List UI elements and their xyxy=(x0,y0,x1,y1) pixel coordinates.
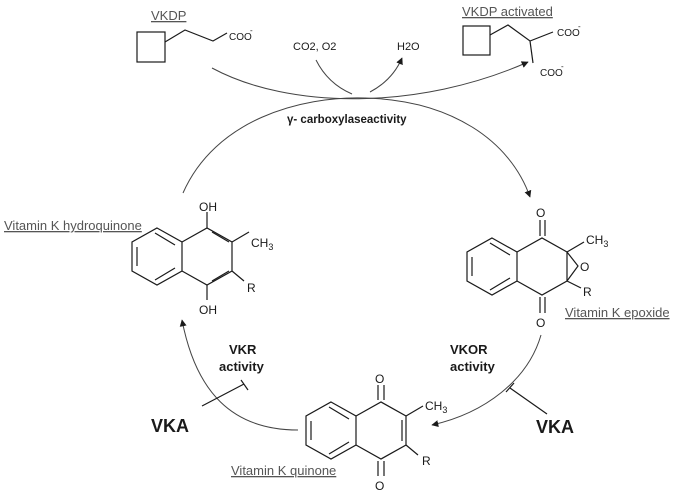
quinone-r: R xyxy=(422,454,431,468)
cycle-arc-quinone-to-hydroquinone xyxy=(179,319,299,431)
vkor-label-line2: activity xyxy=(450,359,496,374)
vkdp-activated-coo1-text: COO xyxy=(557,28,580,39)
hq-oh-top: OH xyxy=(199,200,217,214)
vka-label-right: VKA xyxy=(536,417,574,437)
h2o-release-arrow xyxy=(369,57,403,93)
vk-epoxide-structure: O O O CH3 R xyxy=(466,206,608,330)
hq-oh-bottom: OH xyxy=(199,303,217,317)
vkr-label-line2: activity xyxy=(219,359,265,374)
quinone-o-top: O xyxy=(375,372,384,386)
h2o-label: H2O xyxy=(397,41,420,53)
quinone-ch3: CH3 xyxy=(425,399,447,415)
cycle-arc-hydroquinone-to-top xyxy=(182,97,366,194)
epoxide-ch3: CH3 xyxy=(586,233,608,249)
vk-quinone-label: Vitamin K quinone xyxy=(231,463,336,478)
co2-o2-label: CO2, O2 xyxy=(293,41,336,53)
vkdp-activated-coo2-text: COO xyxy=(540,68,563,79)
vk-hydroquinone-structure: OH OH CH3 R xyxy=(131,200,273,317)
vkdp-label: VKDP xyxy=(151,8,186,23)
epoxide-o-top: O xyxy=(536,206,545,220)
vkdp-activation-arrow xyxy=(211,61,529,100)
vka-inhibition-bar-right xyxy=(505,382,515,393)
co2-o2-input-arc xyxy=(315,59,353,95)
vk-hydroquinone-label: Vitamin K hydroquinone xyxy=(4,218,142,233)
vka-inhibition-bar-left xyxy=(240,379,249,391)
vka-label-left: VKA xyxy=(151,416,189,436)
vka-inhibition-line-right xyxy=(509,387,548,415)
vka-inhibition-line-left xyxy=(201,383,245,407)
vkdp-activated-label: VKDP activated xyxy=(462,4,553,19)
vk-quinone-structure: O O CH3 R xyxy=(305,372,447,493)
gamma-carboxylase-label: γ- carboxylaseactivity xyxy=(287,114,407,126)
vkdp-activated-structure: COO - COO - xyxy=(462,22,581,79)
vkor-label-line1: VKOR xyxy=(450,342,488,357)
quinone-o-bottom: O xyxy=(375,479,384,493)
vkdp-coo-text: COO xyxy=(229,32,252,43)
vk-epoxide-label: Vitamin K epoxide xyxy=(565,305,670,320)
epoxide-r: R xyxy=(583,285,592,299)
epoxide-o-bottom: O xyxy=(536,316,545,330)
vkdp-coo-charge: - xyxy=(250,26,253,35)
cycle-arc-epoxide-to-quinone xyxy=(431,334,542,428)
hq-r: R xyxy=(247,281,256,295)
vkdp-activated-coo2-charge: - xyxy=(561,62,564,71)
vkdp-activated-coo1-charge: - xyxy=(578,22,581,31)
epoxide-ring-o: O xyxy=(580,260,589,274)
vkdp-structure: COO - xyxy=(136,26,253,63)
cycle-arc-top-to-epoxide xyxy=(364,97,532,198)
hq-ch3: CH3 xyxy=(251,236,273,252)
vkr-label-line1: VKR xyxy=(229,342,257,357)
